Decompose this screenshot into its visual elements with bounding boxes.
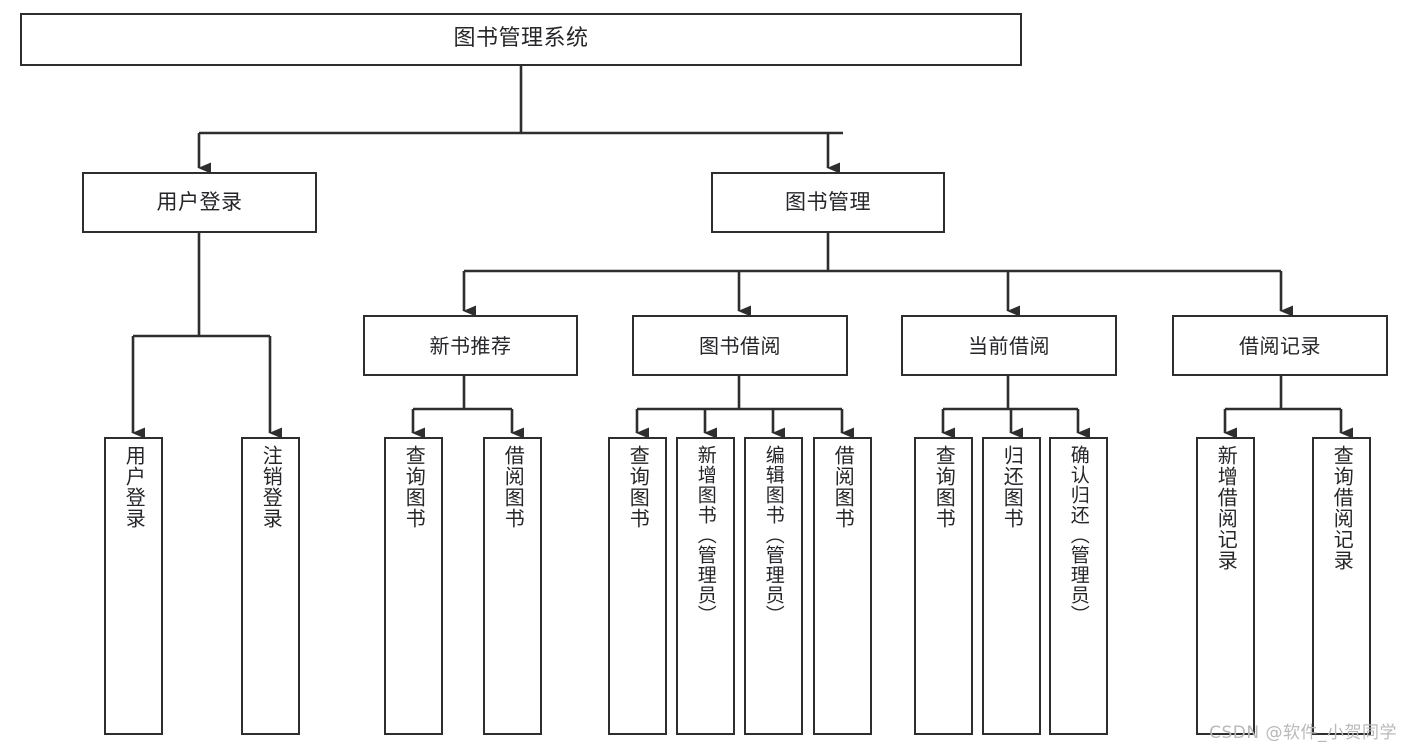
node-label: 查询借阅记录 <box>1330 445 1355 571</box>
node-label: 图书借阅 <box>699 333 781 358</box>
leaf-current-borrow-confirm-return-admin[interactable]: 确认归还（管理员） <box>1049 437 1108 735</box>
node-root-book-management-system[interactable]: 图书管理系统 <box>20 13 1022 66</box>
leaf-new-book-borrow-book[interactable]: 借阅图书 <box>483 437 542 735</box>
node-borrow-record[interactable]: 借阅记录 <box>1172 315 1388 376</box>
node-new-book-recommend[interactable]: 新书推荐 <box>363 315 578 376</box>
leaf-borrow-record-add-record[interactable]: 新增借阅记录 <box>1196 437 1255 735</box>
node-label: 图书管理 <box>785 189 871 214</box>
leaf-book-borrow-add-book-admin[interactable]: 新增图书（管理员） <box>676 437 735 735</box>
node-label: 查询图书 <box>932 445 957 529</box>
node-label: 新增借阅记录 <box>1214 445 1239 571</box>
node-label: 当前借阅 <box>968 333 1050 358</box>
node-user-login[interactable]: 用户登录 <box>82 172 317 233</box>
leaf-borrow-record-query-record[interactable]: 查询借阅记录 <box>1312 437 1371 735</box>
node-label: 借阅图书 <box>501 445 526 529</box>
leaf-book-borrow-edit-book-admin[interactable]: 编辑图书（管理员） <box>744 437 803 735</box>
leaf-user-login-login[interactable]: 用户登录 <box>104 437 163 735</box>
leaf-book-borrow-borrow-book[interactable]: 借阅图书 <box>813 437 872 735</box>
leaf-user-login-logout[interactable]: 注销登录 <box>241 437 300 735</box>
leaf-current-borrow-return-book[interactable]: 归还图书 <box>982 437 1041 735</box>
node-label: 查询图书 <box>402 445 427 529</box>
leaf-new-book-query-book[interactable]: 查询图书 <box>384 437 443 735</box>
leaf-current-borrow-query-book[interactable]: 查询图书 <box>914 437 973 735</box>
leaf-book-borrow-query-book[interactable]: 查询图书 <box>608 437 667 735</box>
node-label: 归还图书 <box>1000 445 1025 529</box>
node-label: 编辑图书（管理员） <box>762 445 785 625</box>
node-label: 查询图书 <box>626 445 651 529</box>
node-label: 用户登录 <box>156 189 243 214</box>
node-current-borrow[interactable]: 当前借阅 <box>901 315 1117 376</box>
node-label: 新书推荐 <box>429 333 512 358</box>
node-label: 图书管理系统 <box>453 26 589 52</box>
node-book-management[interactable]: 图书管理 <box>711 172 945 233</box>
node-label: 确认归还（管理员） <box>1067 445 1090 625</box>
node-label: 用户登录 <box>122 445 147 529</box>
node-book-borrow[interactable]: 图书借阅 <box>632 315 848 376</box>
node-label: 借阅记录 <box>1239 333 1321 358</box>
node-label: 注销登录 <box>259 445 284 529</box>
csdn-watermark: CSDN @软件_小贺同学 <box>1209 723 1397 743</box>
node-label: 借阅图书 <box>831 445 856 529</box>
node-label: 新增图书（管理员） <box>694 445 717 625</box>
